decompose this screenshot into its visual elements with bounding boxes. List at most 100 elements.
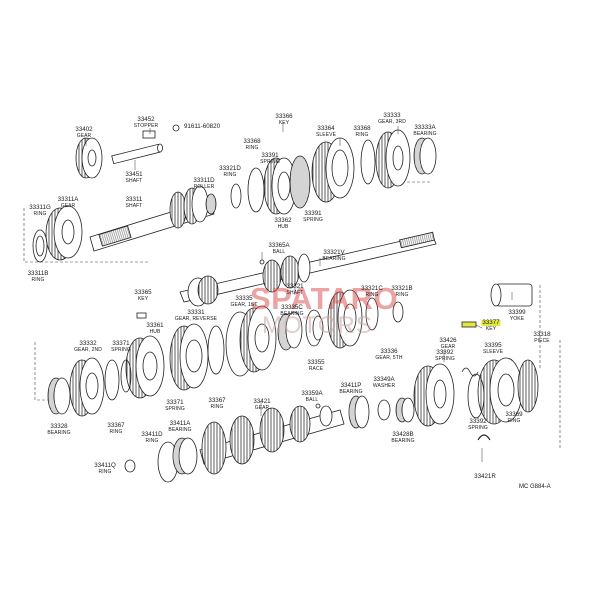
part-name: SPRING xyxy=(260,159,280,165)
part-number: 33361 xyxy=(146,322,164,329)
ring-33367a xyxy=(207,325,225,375)
gear-33336 xyxy=(327,289,363,349)
lower-left-group xyxy=(47,357,132,417)
part-name: SHAFT xyxy=(125,203,143,209)
part-number: 33365A xyxy=(268,242,290,249)
part-name: GEAR xyxy=(254,405,270,411)
part-name: YOKE xyxy=(509,316,525,322)
part-number: 33368 xyxy=(243,138,261,145)
part-number: 33333A xyxy=(414,124,436,131)
part-name: SPRING xyxy=(111,347,131,353)
part-number: 33311G xyxy=(29,204,51,211)
part-name: BEARING xyxy=(339,389,363,395)
part-name: BALL xyxy=(272,249,286,255)
part-name: RING xyxy=(31,277,45,283)
gear-33331 xyxy=(169,323,209,391)
part-number: 33421R xyxy=(474,473,496,480)
diagram-code: MC G884-A xyxy=(519,484,551,490)
gear-33426 xyxy=(413,363,455,427)
upper-shaft-group xyxy=(32,124,437,263)
part-number: 33377 xyxy=(481,319,501,326)
part-number: 91611-60820 xyxy=(183,123,221,130)
part-number: 33421 xyxy=(253,398,271,405)
part-name: GEAR xyxy=(440,344,456,350)
part-number: 33311D xyxy=(193,177,215,184)
part-name: SPRING xyxy=(303,217,323,223)
part-label-33421r: 33421R xyxy=(474,473,496,480)
part-number: 33355 xyxy=(307,359,325,366)
part-name: RING xyxy=(223,172,237,178)
part-number: 33451 xyxy=(125,171,143,178)
part-number: 33395 xyxy=(484,342,502,349)
ring-33369 xyxy=(467,373,485,419)
part-name: RACE xyxy=(308,366,324,372)
bearing-33411p xyxy=(348,395,370,429)
part-number: 33411Q xyxy=(94,462,116,469)
bracket-upper-left xyxy=(23,208,150,263)
part-name: SHAFT xyxy=(286,290,304,296)
sleeve-33395 xyxy=(477,357,523,425)
part-name: GEAR, 1ST xyxy=(230,302,258,308)
part-name: ROLLER xyxy=(193,184,215,190)
part-number: 33402 xyxy=(75,126,93,133)
part-number: 33411D xyxy=(141,431,163,438)
ring-33367b xyxy=(104,359,120,401)
stopper-33452 xyxy=(142,130,156,139)
part-name: BEARING xyxy=(391,438,415,444)
ball-33365a xyxy=(259,259,265,265)
part-name: GEAR xyxy=(76,133,92,139)
piece-33318 xyxy=(517,359,539,413)
part-name: STOPPER xyxy=(133,123,159,129)
bearing-33333a xyxy=(413,137,437,175)
part-number: 33321C xyxy=(361,285,383,292)
part-name: BEARING xyxy=(322,256,346,262)
bearing-33428b xyxy=(395,397,415,423)
part-number: 33311A xyxy=(57,196,79,203)
part-number: 33392 xyxy=(469,418,487,425)
part-number: 33411A xyxy=(169,420,191,427)
leader-lines xyxy=(85,122,513,462)
part-number: 33428B xyxy=(392,431,414,438)
part-name: KEY xyxy=(485,326,497,332)
part-number: 33426 xyxy=(439,337,457,344)
part-name: BALL xyxy=(305,397,319,403)
race-33355 xyxy=(305,309,324,347)
watermark-brand: SPATARO xyxy=(250,281,399,316)
part-name: PIECE xyxy=(534,338,550,344)
ball-33359a xyxy=(315,403,321,409)
spring-33371 xyxy=(120,359,132,393)
part-name: HUB xyxy=(277,224,289,230)
part-number: 33336 xyxy=(380,348,398,355)
part-name: RING xyxy=(395,292,409,298)
clip-33421r xyxy=(477,434,491,441)
part-number: 33368 xyxy=(353,125,371,132)
part-number: 33391 xyxy=(304,210,322,217)
part-number: 33369 xyxy=(505,411,523,418)
